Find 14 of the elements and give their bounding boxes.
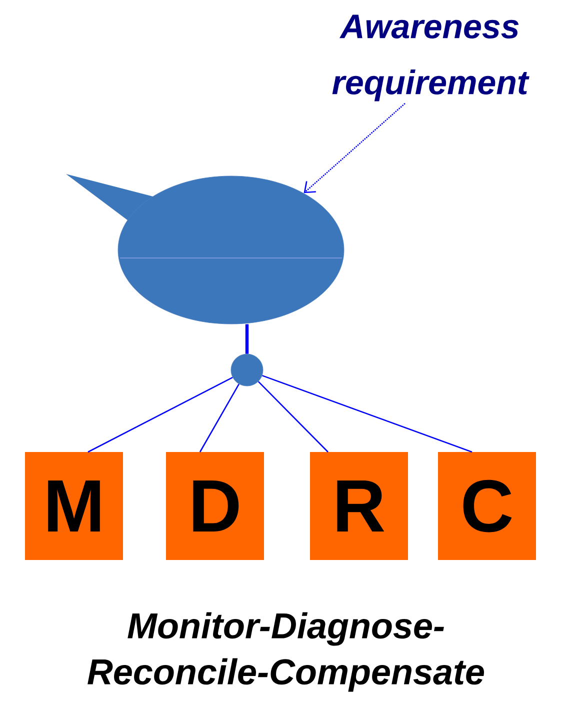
letter-box: R [310,452,408,560]
junction-dot [230,354,264,386]
connector-line [262,374,472,453]
letter-box: D [166,452,264,560]
connector-line [199,384,240,452]
caption: Monitor-Diagnose-Reconcile-Compensate [88,612,484,692]
letter-box: C [438,452,536,560]
leader-arrow [304,102,406,194]
text-label: Awareness requirement [332,14,530,102]
speech-bubble [66,174,344,324]
connector-line [258,381,328,452]
connector-line [245,324,249,354]
connector-line [88,376,233,453]
letter-box: M [25,452,123,560]
